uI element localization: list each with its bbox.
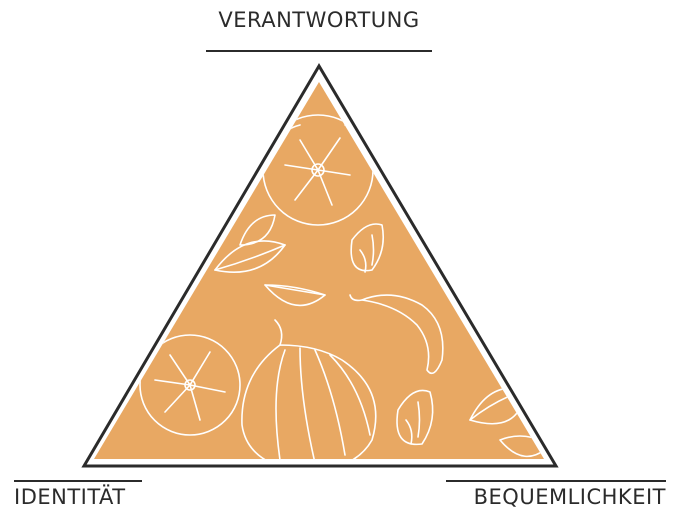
right-label: BEQUEMLICHKEIT: [474, 485, 666, 509]
left-label: IDENTITÄT: [14, 485, 126, 509]
triangle-fill: [94, 82, 544, 459]
right-label-rule: [446, 480, 666, 482]
left-label-rule: [14, 480, 142, 482]
